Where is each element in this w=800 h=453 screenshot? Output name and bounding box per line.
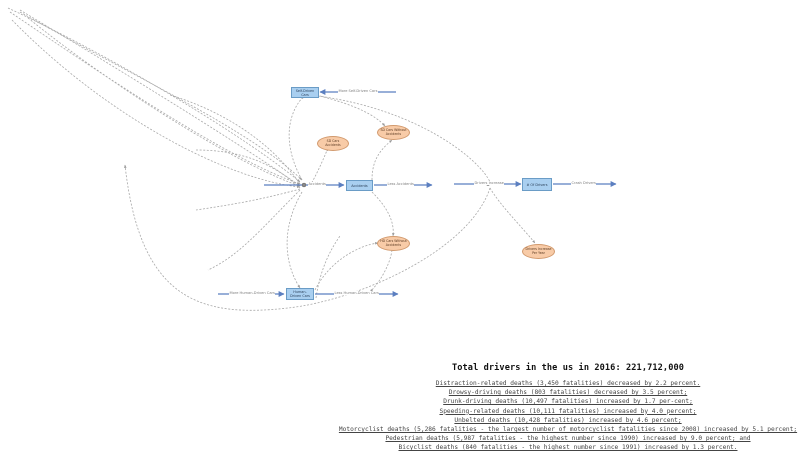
link-line bbox=[195, 188, 301, 211]
valve bbox=[301, 182, 307, 188]
link-line bbox=[309, 147, 329, 187]
link-line bbox=[27, 17, 301, 187]
variable-sd-cars-without-accidents[interactable]: SD Cars Without Accidents bbox=[377, 125, 410, 140]
link-line bbox=[7, 7, 301, 183]
link-line bbox=[9, 11, 301, 185]
link-line bbox=[317, 95, 491, 183]
link-line bbox=[11, 19, 301, 188]
note-line: Bicyclist deaths (840 fatalities - the h… bbox=[398, 444, 738, 452]
link-line bbox=[124, 164, 491, 311]
link-line bbox=[169, 94, 301, 185]
note-line: Speeding-related deaths (10,111 fataliti… bbox=[439, 407, 697, 415]
note-line: Unbelted deaths (10,428 fatalities) incr… bbox=[454, 416, 682, 424]
notes-panel: Total drivers in the us in 2016: 221,712… bbox=[336, 363, 800, 453]
variable-hd-cars-without-accidents[interactable]: HD Cars Without Accidents bbox=[377, 236, 410, 251]
link-line bbox=[286, 191, 303, 289]
flow-label-crash-drivers: Crash Drivers bbox=[571, 181, 597, 185]
stock-human-driven-cars[interactable]: Human-Driven Cars bbox=[286, 288, 314, 300]
variable-sd-cars-accidents[interactable]: SD Cars Accidents bbox=[317, 136, 349, 151]
stock-self-driven-cars[interactable]: Self-Driven Cars bbox=[291, 87, 319, 98]
link-line bbox=[489, 187, 536, 244]
link-line bbox=[371, 191, 395, 237]
link-line bbox=[19, 11, 303, 181]
flow-label-less-human-driven: Less Human-Driven Cars bbox=[334, 291, 380, 295]
notes-lines: Distraction-related deaths (3,450 fatali… bbox=[336, 379, 800, 453]
link-line bbox=[319, 95, 386, 127]
notes-title: Total drivers in the us in 2016: 221,712… bbox=[451, 363, 685, 373]
link-line bbox=[288, 95, 305, 181]
variable-drivers-increase-per-year[interactable]: Drivers Increase Per Year bbox=[522, 244, 555, 259]
note-line: Distraction-related deaths (3,450 fatali… bbox=[435, 380, 701, 387]
link-line bbox=[371, 139, 393, 181]
link-line bbox=[195, 149, 301, 189]
link-line bbox=[369, 249, 393, 293]
flow-label-more-human-driven: More Human-Driven Cars bbox=[229, 291, 276, 295]
link-line bbox=[314, 242, 379, 291]
note-line: Motorcyclist deaths (5,286 fatalities - … bbox=[338, 426, 798, 434]
note-line: Drunk-driving deaths (10,497 fatalities)… bbox=[443, 398, 693, 406]
note-line: Pedestrian deaths (5,987 fatalities - th… bbox=[385, 435, 751, 443]
link-line bbox=[315, 235, 341, 299]
note-line: Drowsy-driving deaths (803 fatalities) d… bbox=[448, 389, 688, 397]
stock-of-drivers[interactable]: # Of Drivers bbox=[522, 178, 552, 191]
flow-label-more-self-driven: More Self-Driven Cars bbox=[338, 89, 378, 93]
flow-label-drivers-increase: Drivers Increase bbox=[474, 181, 505, 185]
link-line bbox=[207, 189, 301, 271]
flow-label-accidents: Accidents bbox=[308, 182, 327, 186]
stock-accidents[interactable]: Accidents bbox=[346, 180, 373, 191]
link-line bbox=[19, 9, 301, 187]
flow-label-less-accidents: Less Accidents bbox=[387, 182, 415, 186]
